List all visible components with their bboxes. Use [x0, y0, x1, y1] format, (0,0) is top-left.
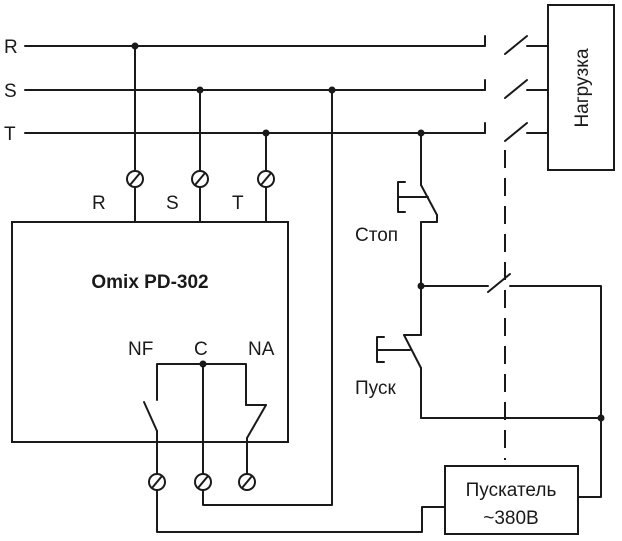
terminal-s	[191, 170, 209, 188]
terminal-t	[257, 170, 275, 188]
junction-s	[196, 86, 204, 94]
starter-label-line1: Пускатель	[466, 480, 557, 501]
load-box	[547, 4, 615, 171]
junction-s2	[328, 86, 336, 94]
wire-nf-to-starter	[156, 489, 446, 533]
contact-c-label: C	[194, 339, 208, 360]
input-r-label: R	[92, 193, 106, 214]
contact-nf-label: NF	[128, 339, 153, 360]
terminal-c	[194, 473, 212, 491]
input-s-label: S	[166, 193, 179, 214]
junction-r	[131, 42, 139, 50]
load-label: Нагрузка	[572, 48, 593, 128]
start-button-label: Пуск	[355, 378, 396, 399]
junction-hold	[417, 282, 425, 290]
terminal-na	[238, 473, 256, 491]
junction-c	[199, 360, 207, 368]
phase-r-label: R	[4, 37, 18, 58]
phase-t-label: T	[4, 124, 16, 145]
control-circuit	[403, 132, 602, 498]
terminal-r	[126, 170, 144, 188]
junction-t2	[417, 129, 425, 137]
wire-c-to-s	[202, 89, 333, 506]
contact-na-label: NA	[248, 339, 275, 360]
terminal-nf	[148, 473, 166, 491]
starter-box	[444, 465, 579, 535]
phase-s-label: S	[4, 81, 17, 102]
input-t-label: T	[232, 193, 244, 214]
device-title: Omix PD-302	[91, 272, 208, 293]
junction-t	[262, 129, 270, 137]
junction-coil	[597, 414, 605, 422]
main-contacts	[484, 35, 549, 142]
stop-button-label: Стоп	[355, 225, 398, 246]
starter-label-line2: ~380В	[483, 508, 538, 529]
phase-lines	[24, 45, 486, 134]
device-box	[11, 221, 289, 443]
